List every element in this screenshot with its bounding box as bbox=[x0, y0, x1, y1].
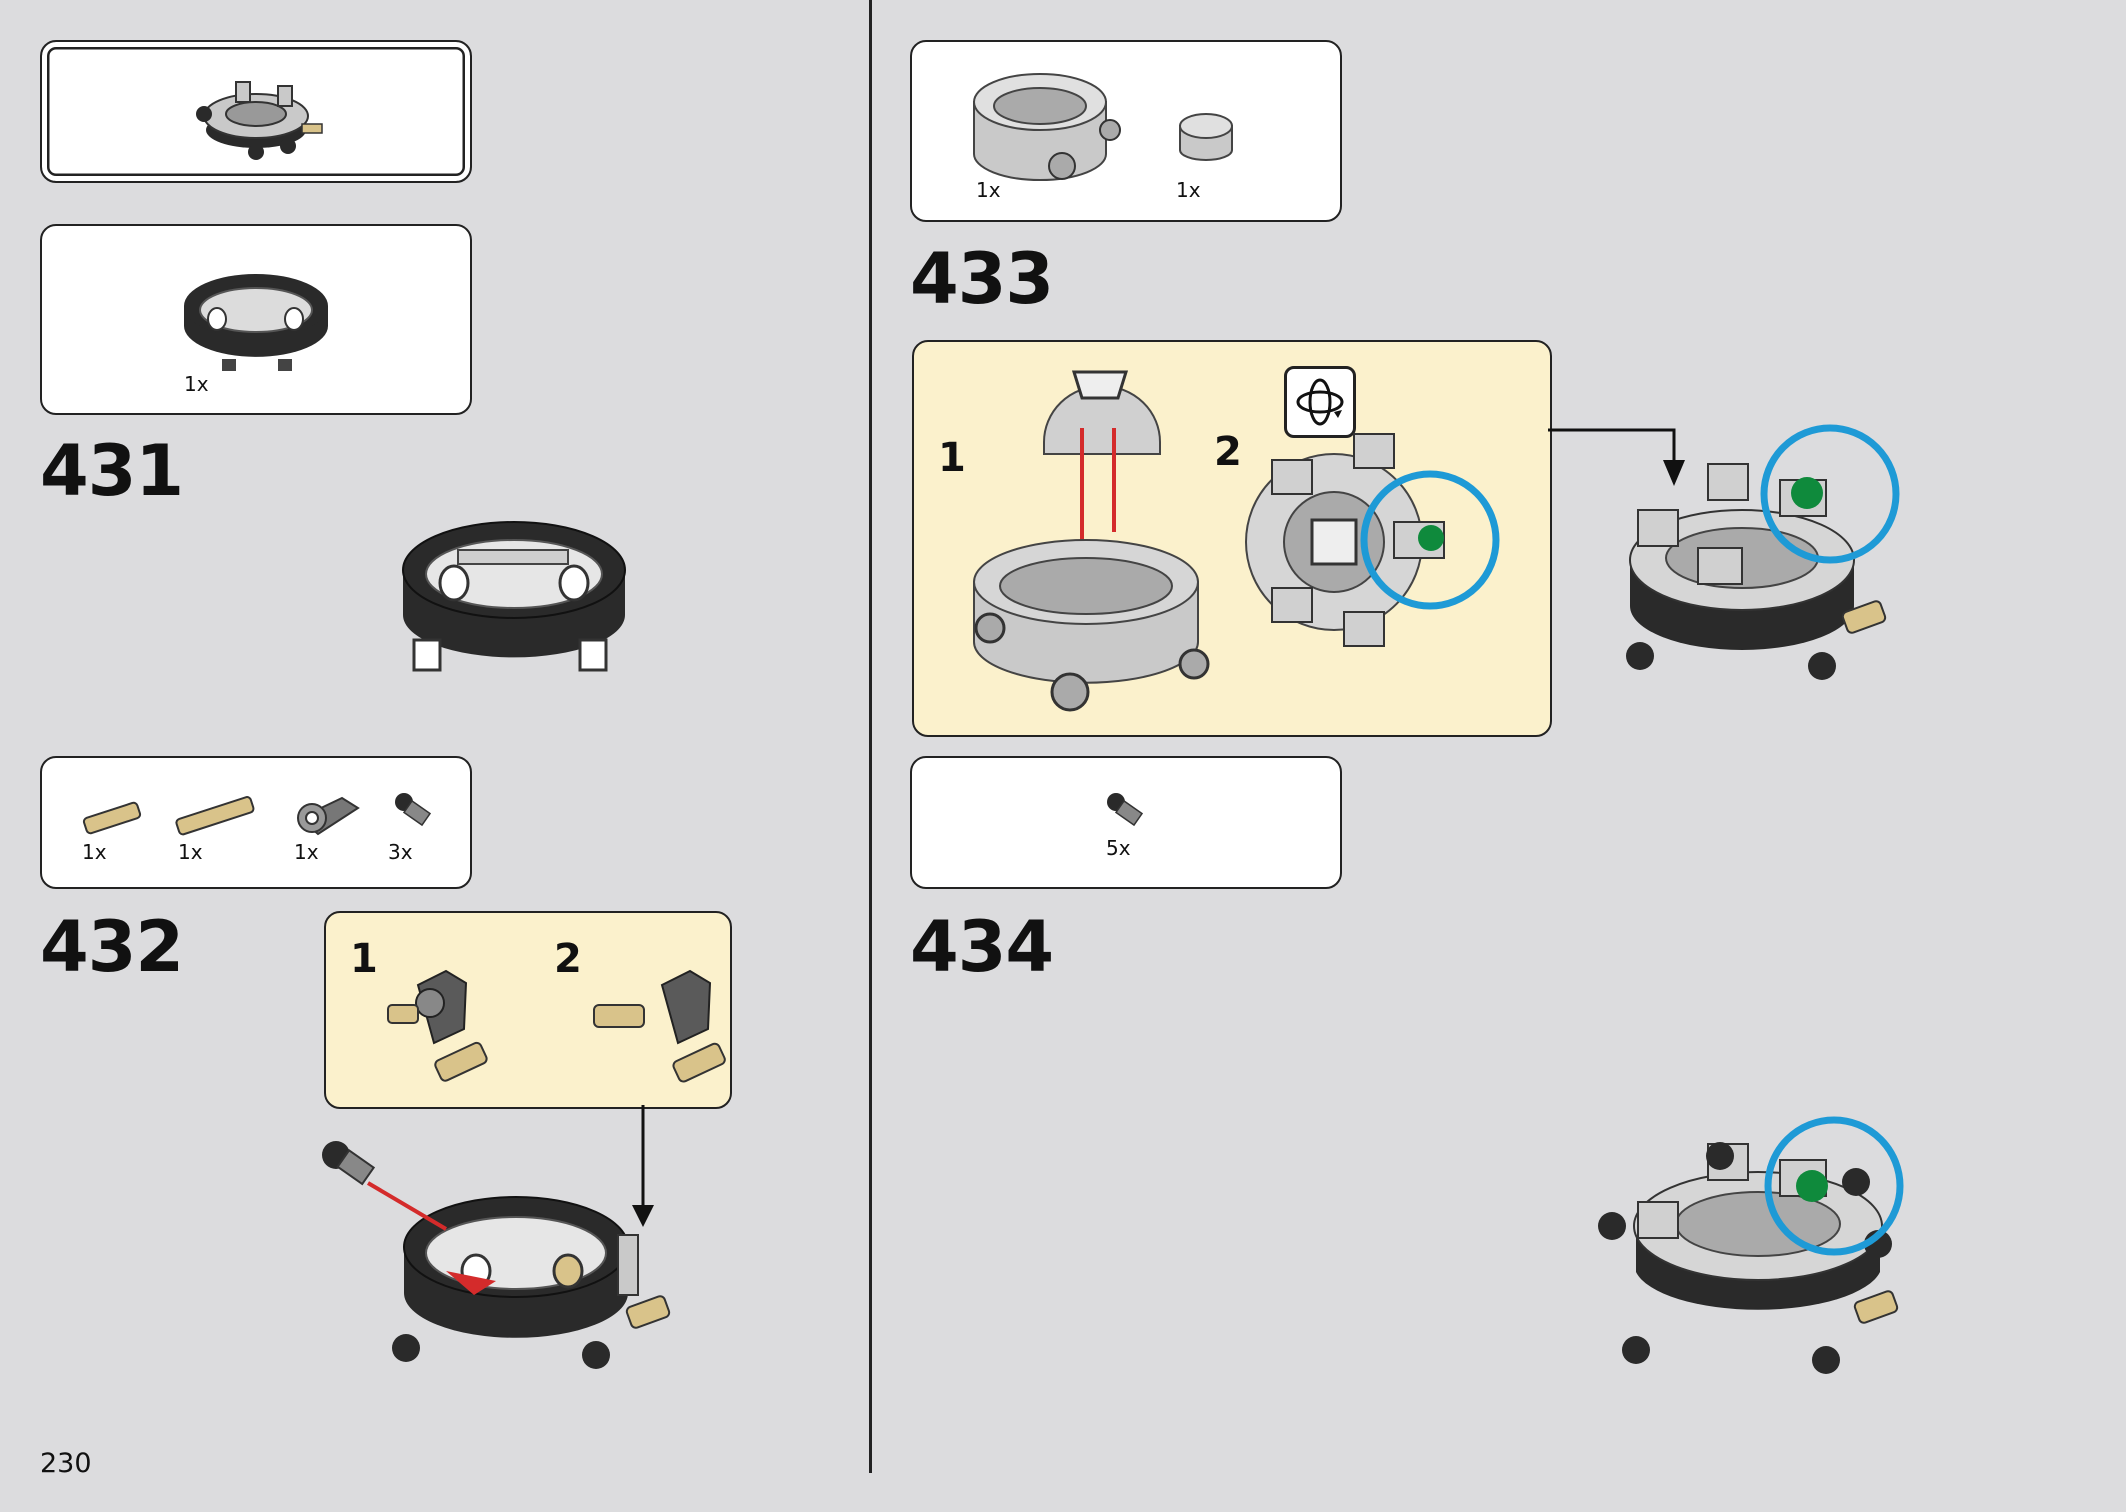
ring-part-image bbox=[184, 274, 328, 371]
parts-list-431: 1x bbox=[40, 224, 472, 415]
step-431-model-image bbox=[402, 521, 626, 672]
page-number: 230 bbox=[40, 1448, 92, 1479]
callout-433-images bbox=[973, 370, 1500, 712]
substep-label: 2 bbox=[1214, 429, 1242, 475]
part-qty: 1x bbox=[178, 840, 203, 864]
callout-433: 1 2 bbox=[912, 340, 1552, 737]
page-divider bbox=[869, 0, 872, 1473]
step-432-model-image bbox=[322, 1105, 671, 1369]
parts-432-images bbox=[82, 793, 432, 836]
part-qty: 1x bbox=[976, 178, 1001, 202]
step-number-432: 432 bbox=[40, 906, 184, 988]
step-434-model-image bbox=[1598, 1116, 1904, 1374]
parts-433-images bbox=[973, 73, 1233, 181]
substep-label: 2 bbox=[554, 936, 582, 982]
part-qty: 1x bbox=[1176, 178, 1201, 202]
callout-432-images bbox=[387, 969, 726, 1083]
rotate-model-icon bbox=[1284, 366, 1356, 438]
parts-list-434: 5x bbox=[910, 756, 1342, 889]
parts-list-433: 1x 1x bbox=[910, 40, 1342, 222]
step-433-model-image bbox=[1548, 424, 1900, 680]
part-qty: 1x bbox=[294, 840, 319, 864]
substep-label: 1 bbox=[350, 936, 378, 982]
step-number-431: 431 bbox=[40, 430, 184, 512]
substep-label: 1 bbox=[938, 435, 966, 481]
part-qty: 1x bbox=[184, 372, 209, 396]
part-qty: 3x bbox=[388, 840, 413, 864]
part-qty: 1x bbox=[82, 840, 107, 864]
submodel-preview-image bbox=[196, 81, 323, 160]
parts-list-432: 1x 1x 1x 3x bbox=[40, 756, 472, 889]
part-qty: 5x bbox=[1106, 836, 1131, 860]
step-number-433: 433 bbox=[910, 238, 1054, 320]
submodel-preview-box bbox=[40, 40, 472, 183]
step-number-434: 434 bbox=[910, 906, 1054, 988]
parts-434-images bbox=[1107, 793, 1144, 827]
callout-432: 1 2 bbox=[324, 911, 732, 1109]
